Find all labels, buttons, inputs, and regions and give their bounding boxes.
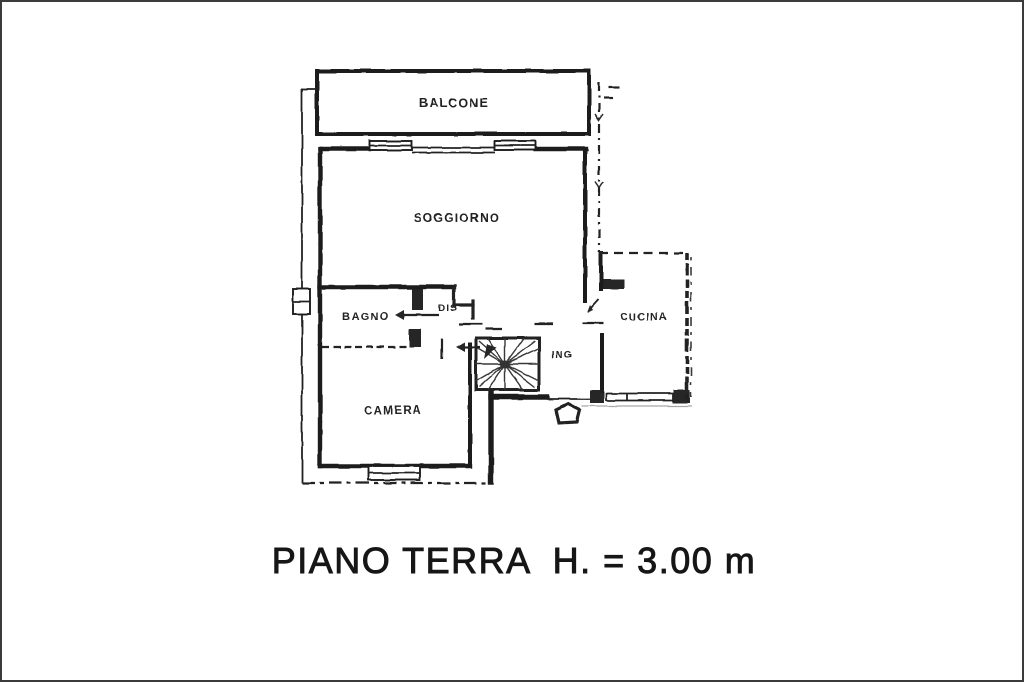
room-label-camera: CAMERA [364, 405, 422, 417]
balcony-rect [315, 69, 591, 136]
dashed-boundary-lines [594, 82, 692, 401]
soggiorno-walls [317, 140, 589, 469]
outer-walls [301, 88, 494, 485]
wall-stub [590, 390, 604, 403]
wall-stub [603, 279, 624, 289]
plan-caption: PIANO TERRA H. = 3.00 m [271, 540, 757, 582]
boundary-chevron [594, 181, 604, 190]
cucina-walls [582, 251, 624, 325]
boundary-chevron [594, 113, 604, 122]
wall-stub [409, 329, 421, 347]
room-label-bagno: BAGNO [343, 311, 390, 323]
door-swing-mark [589, 298, 600, 310]
door-arrowhead [587, 305, 593, 313]
bagno-dis-walls [292, 284, 475, 349]
room-label-soggiorno: SOGGIORNO [414, 211, 500, 225]
window-ticks [605, 393, 674, 401]
room-label-ing: ING [551, 350, 572, 361]
staircase-spokes [475, 337, 540, 391]
camera-walls [317, 342, 473, 481]
room-label-balcone: BALCONE [419, 96, 489, 110]
room-labels: BALCONE SOGGIORNO BAGNO DIS CAMERA ING C… [343, 96, 668, 417]
entrance-pentagon-marker [554, 402, 582, 425]
wall-stub [412, 289, 423, 310]
door-arrowhead [395, 310, 404, 320]
staircase-center [500, 360, 510, 368]
spiral-staircase [456, 336, 541, 392]
door-opening-marks [395, 310, 553, 359]
balcony-outline [315, 69, 591, 136]
room-label-dis: DIS [438, 303, 457, 314]
room-label-cucina: CUCINA [620, 311, 668, 323]
entry-arrowhead [456, 342, 465, 352]
stair-direction-arrow [484, 344, 497, 359]
